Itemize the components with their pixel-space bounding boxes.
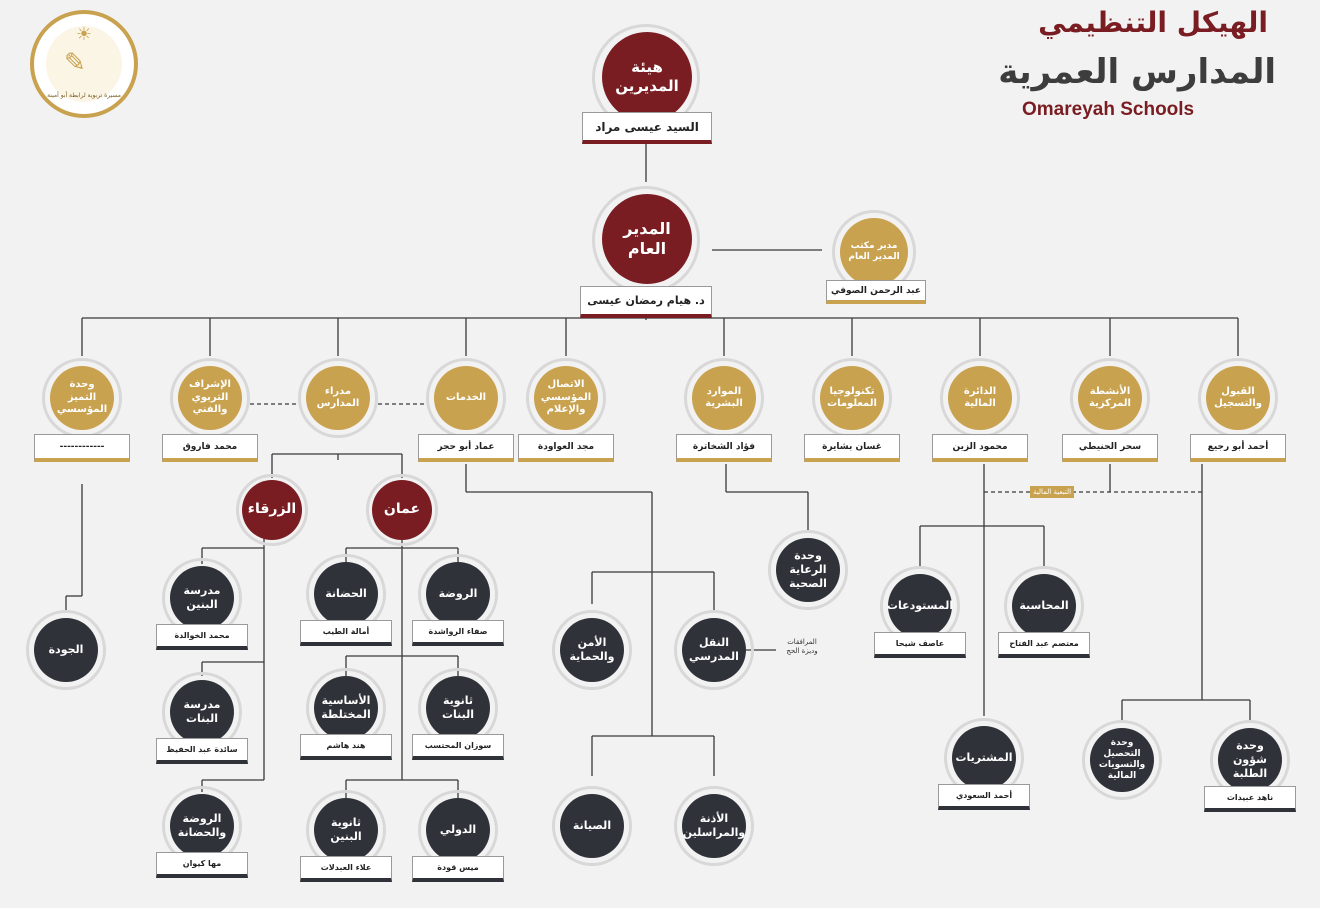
amman-girls-secondary-label: سوزان المحتسب bbox=[412, 734, 504, 760]
warehouses-node: المستودعات bbox=[887, 574, 953, 638]
amman-nursery-node: الحضانة bbox=[314, 562, 378, 626]
book-icon: ✎ bbox=[64, 48, 86, 78]
board-of-directors-node: هيئة المديرين bbox=[602, 32, 692, 122]
school-transport-node: النقل المدرسي bbox=[682, 618, 746, 682]
department-institutional-excellence-node: وحدة التميز المؤسسي bbox=[50, 366, 114, 430]
region-amman-node: عمان bbox=[372, 480, 432, 540]
department-services-node: الخدمات bbox=[434, 366, 498, 430]
department-corporate-communication-node: الاتصال المؤسسي والإعلام bbox=[534, 366, 598, 430]
amman-nursery-label: أمالة الطيب bbox=[300, 620, 392, 646]
zarqa-kindergarten-nursery-node: الروضة والحضانة bbox=[170, 794, 234, 858]
chart-title: الهيكل التنظيمي bbox=[1038, 6, 1268, 39]
department-information-technology-label: غسان بشايرة bbox=[804, 434, 900, 462]
logo-caption: مسيرة تربوية لرابطة أبو أمينة bbox=[47, 92, 121, 99]
sun-rays-icon: ☀ bbox=[75, 24, 93, 45]
department-central-activities-label: سحر الحنيطي bbox=[1062, 434, 1158, 462]
student-affairs-unit-label: ناهد عبيدات bbox=[1204, 786, 1296, 812]
amman-mixed-basic-label: هند هاشم bbox=[300, 734, 392, 760]
amman-international-node: الدولي bbox=[426, 798, 490, 862]
department-finance-node: الدائرة المالية bbox=[948, 366, 1012, 430]
collection-settlements-unit-node: وحدة التحصيل والتسويات المالية bbox=[1090, 728, 1154, 792]
amman-mixed-basic-node: الأساسية المختلطة bbox=[314, 676, 378, 740]
purchasing-node: المشتريات bbox=[952, 726, 1016, 790]
security-protection-node: الأمن والحماية bbox=[560, 618, 624, 682]
school-logo: ☀ ✎ مسيرة تربوية لرابطة أبو أمينة bbox=[30, 10, 138, 118]
gm-office-manager-label: عبد الرحمن الصوفي bbox=[826, 280, 926, 304]
board-chair-label: السيد عيسى مراد bbox=[582, 112, 712, 144]
gm-office-manager-node: مدير مكتب المدير العام bbox=[840, 218, 908, 286]
amman-girls-secondary-node: ثانوية البنات bbox=[426, 676, 490, 740]
amman-kindergarten-label: صفاء الرواشدة bbox=[412, 620, 504, 646]
organization-name-arabic: المدارس العمرية bbox=[998, 52, 1276, 92]
health-care-unit-node: وحدة الرعاية الصحية bbox=[776, 538, 840, 602]
department-educational-supervision-label: محمد فاروق bbox=[162, 434, 258, 462]
region-zarqa-node: الزرقاء bbox=[242, 480, 302, 540]
zarqa-boys-school-node: مدرسة البنين bbox=[170, 566, 234, 630]
messengers-node: الأذنة والمراسلين bbox=[682, 794, 746, 858]
department-services-label: عماد أبو حجر bbox=[418, 434, 514, 462]
department-human-resources-node: الموارد البشرية bbox=[692, 366, 756, 430]
accounting-node: المحاسبة bbox=[1012, 574, 1076, 638]
transport-escorts-note: المرافقات وديزة الحج bbox=[786, 638, 818, 656]
department-admission-label: أحمد أبو رجيع bbox=[1190, 434, 1286, 462]
department-finance-label: محمود الزين bbox=[932, 434, 1028, 462]
purchasing-label: أحمد السعودي bbox=[938, 784, 1030, 810]
quality-unit-node: الجودة bbox=[34, 618, 98, 682]
amman-boys-secondary-label: علاء العبدلات bbox=[300, 856, 392, 882]
general-manager-label: د. هيام رمضان عيسى bbox=[580, 286, 712, 318]
warehouses-label: عاصف شيحا bbox=[874, 632, 966, 658]
amman-international-label: ميس قودة bbox=[412, 856, 504, 882]
department-information-technology-node: تكنولوجيا المعلومات bbox=[820, 366, 884, 430]
zarqa-boys-school-label: محمد الخوالدة bbox=[156, 624, 248, 650]
zarqa-girls-school-node: مدرسة البنات bbox=[170, 680, 234, 744]
maintenance-node: الصيانة bbox=[560, 794, 624, 858]
department-central-activities-node: الأنشطة المركزية bbox=[1078, 366, 1142, 430]
department-corporate-communication-label: مجد العواودة bbox=[518, 434, 614, 462]
department-human-resources-label: فؤاد الشخاترة bbox=[676, 434, 772, 462]
zarqa-girls-school-label: سائدة عبد الحفيظ bbox=[156, 738, 248, 764]
amman-boys-secondary-node: ثانوية البنين bbox=[314, 798, 378, 862]
financial-affiliation-tag: التبعية المالية bbox=[1030, 486, 1075, 498]
general-manager-node: المدير العام bbox=[602, 194, 692, 284]
department-educational-supervision-node: الإشراف التربوي والفني bbox=[178, 366, 242, 430]
amman-kindergarten-node: الروضة bbox=[426, 562, 490, 626]
organization-name-english: Omareyah Schools bbox=[1022, 99, 1195, 120]
accounting-label: معتصم عبد الفتاح bbox=[998, 632, 1090, 658]
student-affairs-unit-node: وحدة شؤون الطلبة bbox=[1218, 728, 1282, 792]
department-admission-node: القبول والتسجيل bbox=[1206, 366, 1270, 430]
zarqa-kindergarten-nursery-label: مها كيوان bbox=[156, 852, 248, 878]
department-school-principals-node: مدراء المدارس bbox=[306, 366, 370, 430]
department-institutional-excellence-label: ------------ bbox=[34, 434, 130, 462]
